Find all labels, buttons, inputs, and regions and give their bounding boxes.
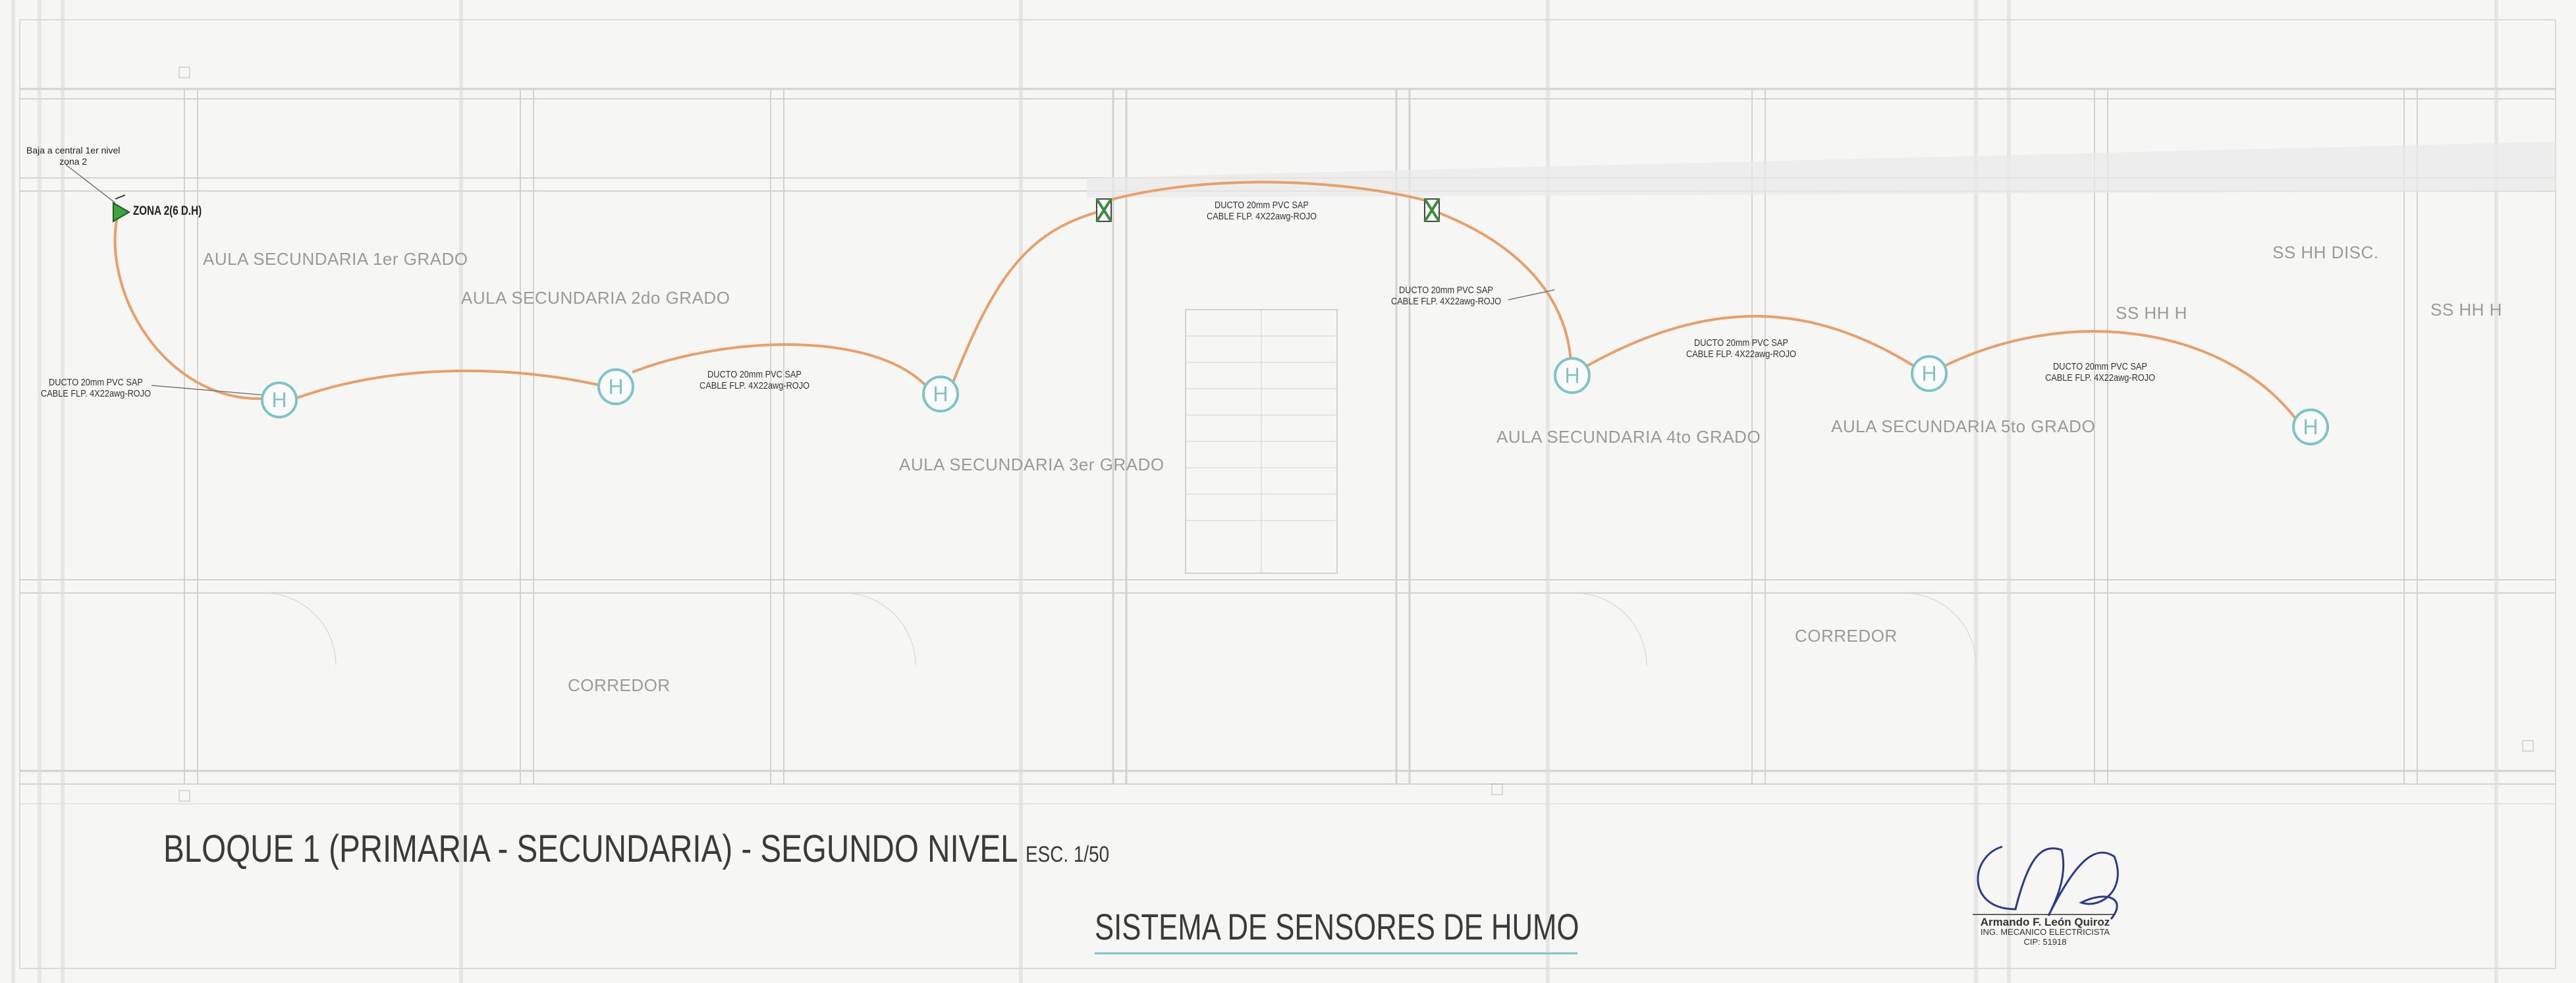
drawing-title-text: BLOQUE 1 (PRIMARIA - SECUNDARIA) - SEGUN… <box>163 828 1017 870</box>
smoke-detector-symbol: H <box>933 382 948 406</box>
room-label-aula1: AULA SECUNDARIA 1er GRADO <box>203 249 468 269</box>
duct-note-line2: CABLE FLP. 4X22awg-ROJO <box>1391 296 1502 307</box>
duct-note-line1: DUCTO 20mm PVC SAP <box>1399 285 1493 296</box>
smoke-detector-icon: H <box>1911 355 1948 392</box>
drawing-title: BLOQUE 1 (PRIMARIA - SECUNDARIA) - SEGUN… <box>163 827 1109 871</box>
duct-note-line2: CABLE FLP. 4X22awg-ROJO <box>1686 349 1797 360</box>
signature-mark <box>1977 845 2119 920</box>
duct-note-line1: DUCTO 20mm PVC SAP <box>707 369 802 380</box>
room-label-aula5: AULA SECUNDARIA 5to GRADO <box>1831 416 2096 436</box>
zone-label: ZONA 2(6 D.H) <box>133 204 202 218</box>
leader-line <box>151 385 267 396</box>
duct-note-line2: CABLE FLP. 4X22awg-ROJO <box>41 388 151 399</box>
duct-note-line2: CABLE FLP. 4X22awg-ROJO <box>2045 372 2156 383</box>
smoke-detector-circle <box>2292 408 2329 445</box>
smoke-detector-symbol: H <box>2303 415 2318 439</box>
room-label-ss-2: SS HH H <box>2430 300 2502 320</box>
smoke-detector-circle <box>597 368 634 405</box>
room-label-ss-disc: SS HH DISC. <box>2272 242 2379 262</box>
smoke-detector-symbol: H <box>608 375 623 399</box>
smoke-detector-circle <box>922 376 959 412</box>
room-label-corredor-2: CORREDOR <box>1795 626 1898 646</box>
drawing-scale: ESC. 1/50 <box>1026 842 1110 867</box>
conduit-route <box>113 181 2297 420</box>
riser-note-line2: zona 2 <box>59 156 88 167</box>
duct-note-line2: CABLE FLP. 4X22awg-ROJO <box>1207 211 1317 222</box>
duct-note-line1: DUCTO 20mm PVC SAP <box>49 377 143 388</box>
smoke-detector-icon: H <box>922 376 959 412</box>
smoke-detector-icon: H <box>1554 357 1591 394</box>
smoke-detector-circle <box>1911 355 1948 392</box>
panel-arrow-icon <box>113 194 130 223</box>
duct-note: DUCTO 20mm PVC SAP CABLE FLP. 4X22awg-RO… <box>699 369 809 391</box>
room-label-aula2: AULA SECUNDARIA 2do GRADO <box>461 288 730 308</box>
junction-box <box>1423 198 1440 223</box>
smoke-detector-circle <box>261 381 298 418</box>
engineer-name: Armando F. León Quiroz <box>1980 916 2110 928</box>
junction-box <box>1095 198 1112 223</box>
smoke-detector-icon: H <box>261 381 298 418</box>
room-label-corredor-1: CORREDOR <box>568 675 671 695</box>
smoke-detector-icon: H <box>2292 408 2329 445</box>
duct-note: DUCTO 20mm PVC SAP CABLE FLP. 4X22awg-RO… <box>1207 200 1317 222</box>
engineer-stamp: Armando F. León Quiroz ING. MECANICO ELE… <box>1969 916 2121 947</box>
engineer-cip: CIP: 51918 <box>2023 937 2067 947</box>
leader-line <box>65 164 116 204</box>
smoke-detector-symbol: H <box>1564 364 1579 387</box>
paper-fold <box>1087 142 2556 198</box>
room-label-aula4: AULA SECUNDARIA 4to GRADO <box>1496 427 1761 447</box>
riser-note: Baja a central 1er nivel zona 2 <box>26 145 120 167</box>
riser-note-line1: Baja a central 1er nivel <box>26 145 121 155</box>
smoke-detectors: H H H H H H <box>261 355 2329 445</box>
duct-note-line1: DUCTO 20mm PVC SAP <box>1215 200 1309 211</box>
duct-note-line1: DUCTO 20mm PVC SAP <box>2053 361 2147 372</box>
smoke-detector-symbol: H <box>1921 362 1936 385</box>
duct-note-line1: DUCTO 20mm PVC SAP <box>1694 337 1788 349</box>
smoke-detector-icon: H <box>597 368 634 405</box>
smoke-detector-circle <box>1554 357 1591 394</box>
engineer-role: ING. MECANICO ELECTRICISTA <box>1980 927 2110 937</box>
duct-note: DUCTO 20mm PVC SAP CABLE FLP. 4X22awg-RO… <box>2045 361 2155 383</box>
duct-note-line2: CABLE FLP. 4X22awg-ROJO <box>699 380 810 391</box>
room-label-aula3: AULA SECUNDARIA 3er GRADO <box>899 455 1165 474</box>
room-label-ss-1: SS HH H <box>2116 303 2187 323</box>
leader-line <box>1508 289 1555 300</box>
drawing-subtitle: SISTEMA DE SENSORES DE HUMO <box>1095 906 1579 947</box>
duct-note: DUCTO 20mm PVC SAP CABLE FLP. 4X22awg-RO… <box>1686 337 1796 360</box>
duct-note: DUCTO 20mm PVC SAP CABLE FLP. 4X22awg-RO… <box>1391 285 1501 307</box>
smoke-detector-symbol: H <box>271 388 287 412</box>
duct-note: DUCTO 20mm PVC SAP CABLE FLP. 4X22awg-RO… <box>41 377 151 399</box>
